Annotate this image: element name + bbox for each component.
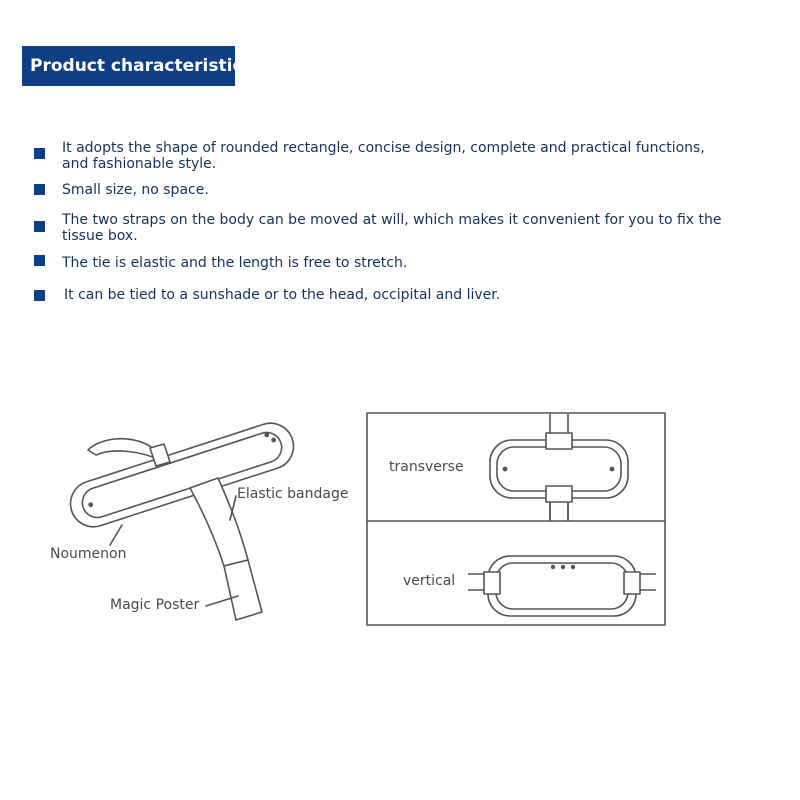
feature-text: It can be tied to a sunshade or to the h… (64, 287, 501, 303)
transverse-diagram (489, 414, 629, 521)
bullet-square-icon (34, 221, 45, 232)
bullet-square-icon (34, 290, 45, 301)
feature-text: The tie is elastic and the length is fre… (62, 255, 408, 271)
label-vertical: vertical (403, 573, 456, 589)
top-band (149, 443, 171, 467)
label-transverse: transverse (389, 459, 464, 475)
bullet-square-icon (34, 184, 45, 195)
vertical-diagram (468, 555, 656, 617)
leader-noumenon (109, 524, 123, 546)
magic-poster-strap (223, 559, 263, 621)
label-noumenon: Noumenon (50, 546, 127, 562)
body-outer (69, 422, 295, 528)
body-inner (81, 431, 283, 519)
bullet-square-icon (34, 148, 45, 159)
section-title: Product characteristics (22, 46, 253, 86)
bullet-square-icon (34, 255, 45, 266)
feature-text: It adopts the shape of rounded rectangle… (62, 140, 705, 172)
feature-text: The two straps on the body can be moved … (62, 212, 722, 244)
leader-elastic (229, 495, 237, 521)
label-magic-poster: Magic Poster (110, 597, 200, 613)
feature-text: Small size, no space. (62, 182, 209, 198)
leader-magic (205, 595, 239, 607)
label-elastic-bandage: Elastic bandage (237, 486, 349, 502)
